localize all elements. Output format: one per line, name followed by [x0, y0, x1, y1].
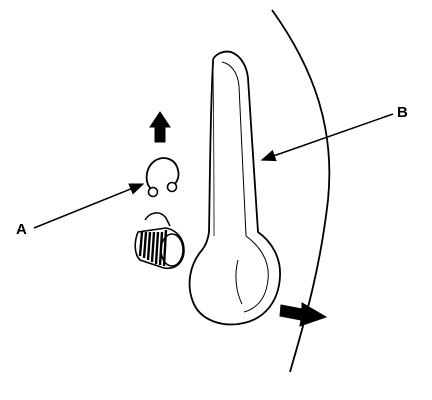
lock-knob	[134, 212, 185, 270]
label-b: B	[397, 104, 408, 121]
retaining-clip	[145, 157, 180, 198]
arrow-up-icon	[149, 111, 171, 143]
leader-line-b	[260, 113, 394, 162]
door-pull-handle	[188, 50, 281, 326]
arrow-right-icon	[279, 302, 328, 327]
label-a: A	[16, 221, 27, 238]
leader-line-a	[33, 183, 145, 229]
